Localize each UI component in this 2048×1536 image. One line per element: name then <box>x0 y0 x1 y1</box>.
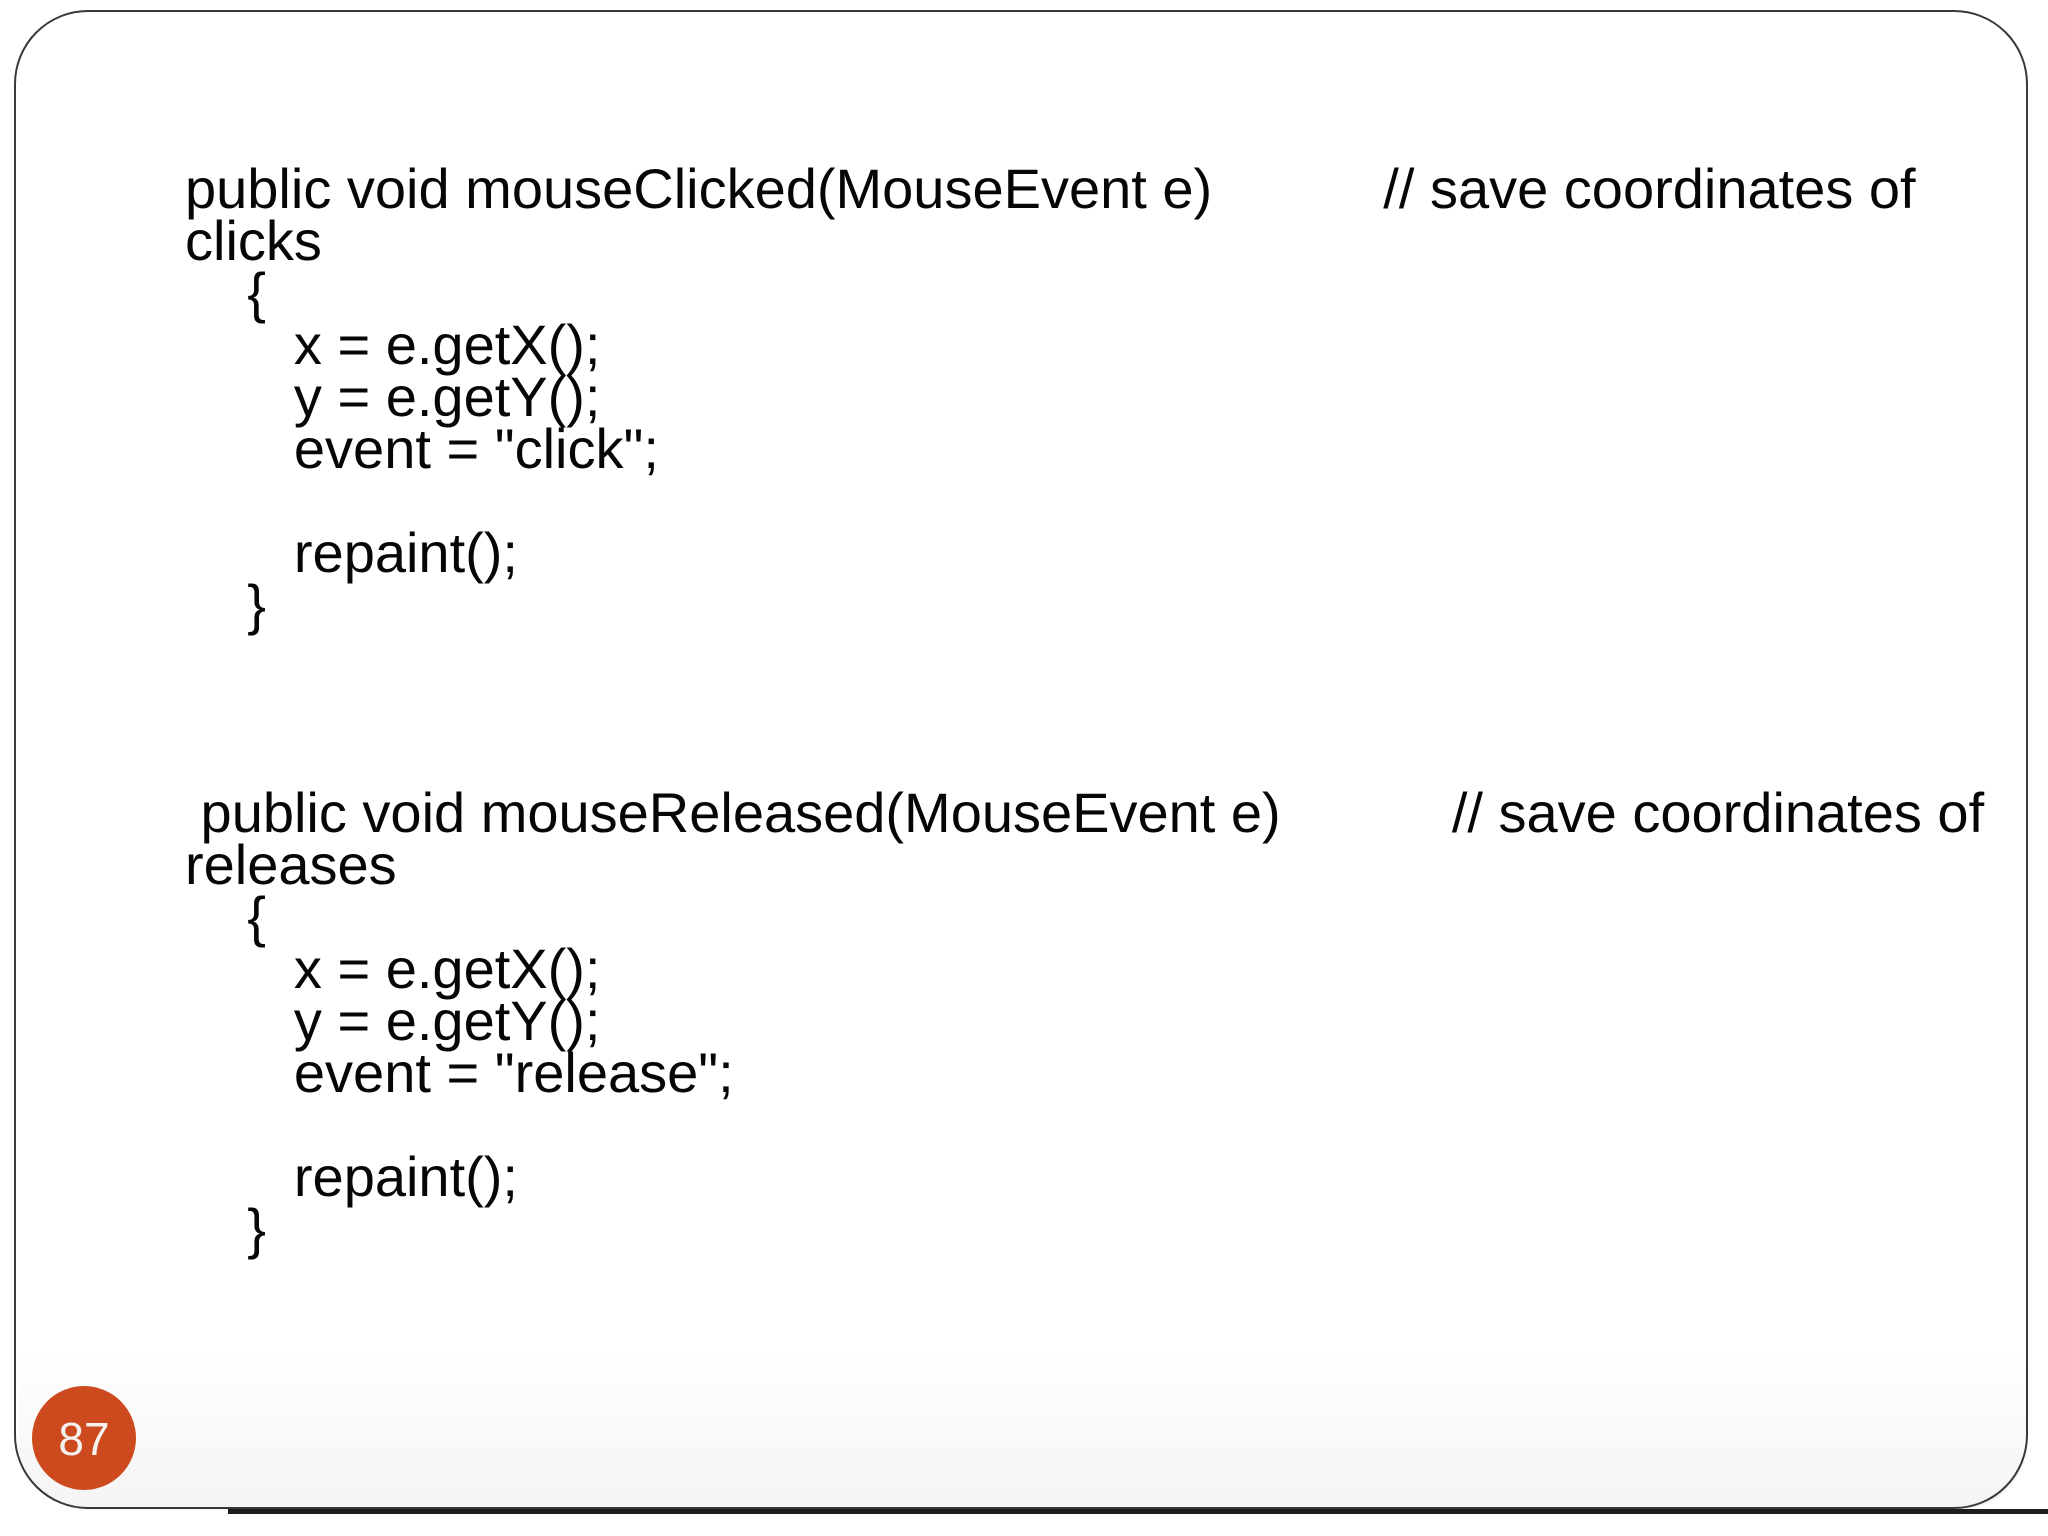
bottom-rule <box>228 1509 2048 1514</box>
code-area: public void mouseClicked(MouseEvent e) /… <box>185 59 1984 1359</box>
code-block-mouse-released: public void mouseReleased(MouseEvent e) … <box>185 781 1985 1260</box>
code-block-mouse-clicked: public void mouseClicked(MouseEvent e) /… <box>185 157 1916 636</box>
page-number: 87 <box>58 1413 110 1465</box>
slide-frame <box>14 10 2028 1509</box>
page-number-badge: 87 <box>32 1386 136 1490</box>
